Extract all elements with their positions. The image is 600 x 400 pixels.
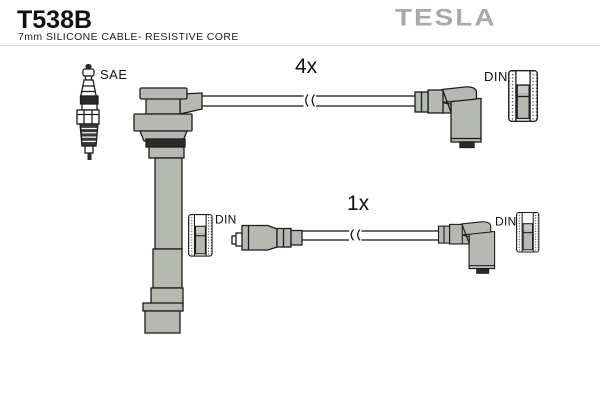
cable-break-mark <box>357 229 361 241</box>
row2-right-din-connector-icon <box>516 212 540 253</box>
coil-on-plug-boot-drawing <box>133 87 203 334</box>
row1-cable-drawing <box>199 93 418 109</box>
row2-cable-drawing <box>299 228 440 243</box>
row2-left-din-connector-icon <box>188 214 213 257</box>
boot-base <box>144 310 181 334</box>
cable-break-mark <box>311 94 316 107</box>
cable-ferrule <box>290 229 303 246</box>
row1-quantity-label: 4x <box>295 55 318 78</box>
row1-angle-boot-drawing <box>414 86 482 149</box>
sae-terminal-label: SAE <box>100 67 128 82</box>
boot-shaft <box>154 157 183 250</box>
part-number: T538B <box>17 6 93 34</box>
row2-left-din-terminal-label: DIN <box>215 213 237 227</box>
cable-break-mark <box>305 94 309 107</box>
row1-din-connector-icon <box>508 70 538 122</box>
boot-upper-flange <box>133 113 193 132</box>
boot-top-cap <box>139 87 188 100</box>
row2-angle-boot-drawing <box>437 221 496 274</box>
row2-straight-boot-drawing <box>231 224 303 251</box>
cable-break-mark <box>350 229 355 241</box>
boot-lower-flange <box>142 302 184 312</box>
header-divider <box>0 45 600 46</box>
spark-plug-icon <box>76 63 100 160</box>
product-description: 7mm SILICONE CABLE- RESISTIVE CORE <box>18 31 239 43</box>
row2-right-din-terminal-label: DIN <box>495 215 517 229</box>
row2-quantity-label: 1x <box>347 192 370 215</box>
row1-din-terminal-label: DIN <box>484 69 508 84</box>
boot-seal-band <box>145 138 186 148</box>
tesla-logo: TESLA <box>395 4 497 31</box>
